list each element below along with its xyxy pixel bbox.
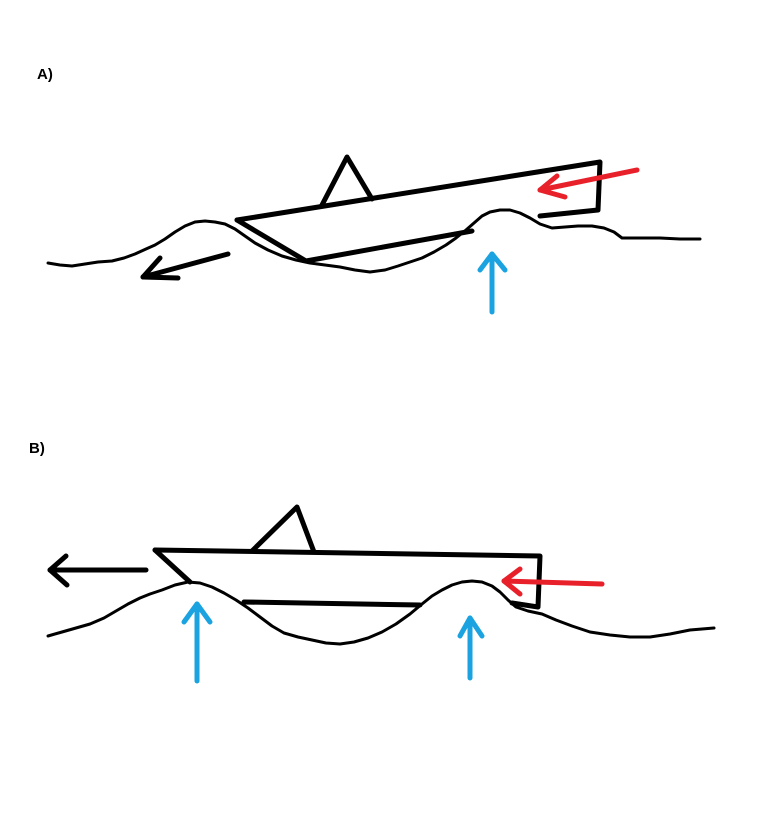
- boat-b-cabin: [249, 504, 317, 555]
- boat-a-cabin: [319, 154, 375, 208]
- boat-a-hull: [234, 159, 603, 223]
- panel-label-b: B): [29, 440, 45, 457]
- arrow-red-a-icon: [537, 167, 640, 200]
- arrow-motion-b-icon: [47, 553, 149, 588]
- wave-line-b: [46, 579, 716, 646]
- arrow-blue-b1-icon: [181, 601, 213, 684]
- arrow-red-b-icon: [501, 566, 605, 597]
- boat-b-hull: [152, 547, 543, 610]
- boat-b-keel: [152, 547, 193, 585]
- arrow-motion-a-icon: [140, 251, 231, 281]
- panel-label-a: A): [37, 66, 53, 83]
- boat-a-keel: [234, 217, 475, 264]
- boat-b-bottom: [241, 599, 423, 608]
- arrow-blue-b2-icon: [457, 615, 485, 681]
- panel-a: [46, 154, 702, 315]
- panel-b: [46, 504, 716, 684]
- wave-line-a: [46, 208, 702, 274]
- arrow-blue-a-icon: [477, 251, 508, 315]
